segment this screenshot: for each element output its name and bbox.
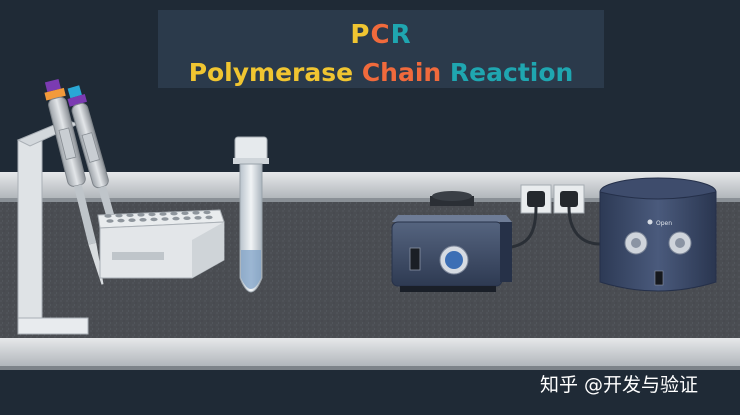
tip-hole [192,211,200,215]
tip-hole [115,213,123,218]
watermark: 知乎 @开发与验证 [540,374,699,396]
centrifuge-open-label: Open [656,220,672,227]
tip-hole [137,213,145,217]
tip-hole [117,218,125,223]
centrifuge: Open [599,177,717,292]
pipette-stand [16,119,89,335]
tip-hole [150,217,158,222]
bench-front-edge [0,338,740,368]
title-abbreviation: PCR [158,20,604,50]
title-letter-r: R [390,20,412,50]
centrifuge-cable [567,206,601,246]
tip-hole [183,216,191,220]
test-tube [233,136,269,293]
tip-hole [159,212,167,216]
tip-hole [128,218,136,222]
title-letter-c: C [370,20,391,50]
title-word-reaction: Reaction [449,58,574,87]
tip-hole [126,213,134,217]
tip-hole [161,217,169,221]
pipette-left [44,78,104,285]
tip-hole [104,214,112,218]
tip-hole [139,218,147,222]
tip-hole [172,216,180,221]
title-full-name: Polymerase Chain Reaction [158,58,604,87]
title-panel: PCR Polymerase Chain Reaction [158,10,604,88]
tip-hole [205,215,213,220]
tip-hole [106,219,114,223]
tip-hole [148,212,156,217]
tip-rack [97,209,225,279]
title-letter-p: P [350,20,371,50]
title-word-polymerase: Polymerase [188,58,354,87]
tip-rack-holes [104,210,213,223]
tip-hole [170,211,178,216]
vortex-mixer [391,191,512,292]
title-word-chain: Chain [361,58,442,87]
tip-hole [194,216,202,220]
tip-hole [203,210,211,215]
tip-hole [181,211,189,215]
